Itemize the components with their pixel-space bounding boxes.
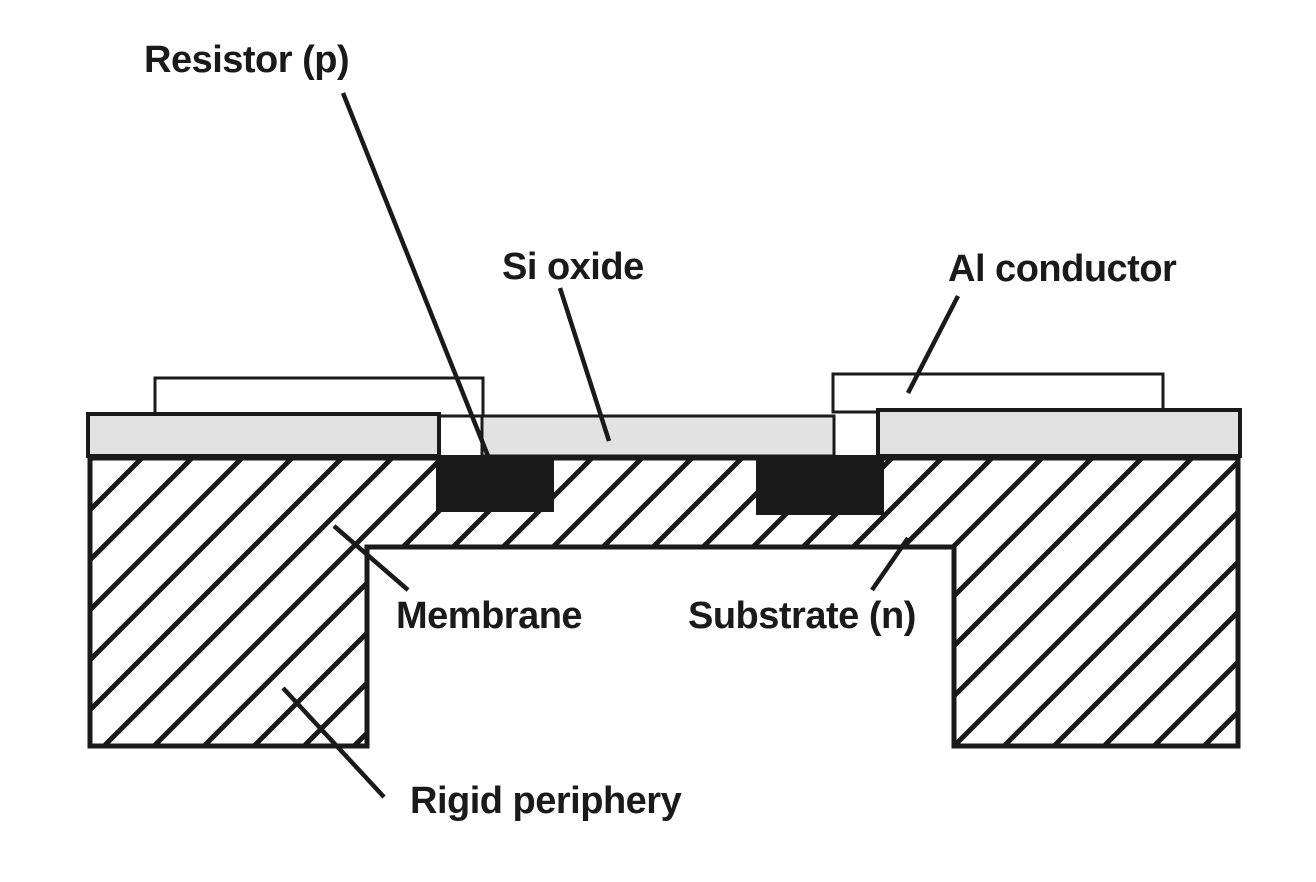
substrate-outline bbox=[87, 455, 1241, 749]
si-oxide-leader-line bbox=[557, 287, 612, 442]
si-oxide-middle bbox=[480, 414, 836, 458]
substrate-label: Substrate (n) bbox=[688, 595, 916, 637]
hatch-line bbox=[748, 458, 1238, 746]
al-conductor-right bbox=[831, 372, 1165, 414]
hatch-line bbox=[848, 458, 1238, 746]
al-conductor-label: Al conductor bbox=[948, 248, 1177, 290]
si-oxide-left bbox=[86, 412, 441, 458]
si-oxide-right bbox=[876, 408, 1242, 458]
rigid-periphery-leader-line bbox=[281, 686, 386, 799]
hatch-line bbox=[898, 458, 1238, 746]
hatch-line bbox=[698, 458, 1238, 746]
membrane-label: Membrane bbox=[396, 595, 582, 637]
membrane-leader-line bbox=[332, 524, 410, 592]
rigid-periphery-label: Rigid periphery bbox=[410, 780, 682, 822]
hatch-line bbox=[798, 458, 1238, 746]
al-conductor-leader-line bbox=[906, 294, 960, 395]
hatch-line bbox=[90, 458, 452, 746]
hatch-line bbox=[1148, 458, 1238, 746]
al-conductor-left bbox=[153, 376, 485, 418]
resistor-leader-line bbox=[340, 92, 491, 457]
hatch-line bbox=[90, 458, 502, 746]
resistor-label: Resistor (p) bbox=[144, 39, 349, 81]
hatch-line bbox=[90, 458, 602, 746]
resistor-left bbox=[436, 455, 554, 512]
hatch-line bbox=[90, 458, 552, 746]
hatch-line bbox=[90, 458, 652, 746]
substrate-leader-line bbox=[870, 536, 910, 592]
hatch-line bbox=[90, 458, 102, 746]
resistor-right bbox=[756, 455, 884, 515]
si-oxide-label: Si oxide bbox=[502, 246, 644, 288]
hatch-line bbox=[0, 300, 50, 882]
hatch-line bbox=[90, 458, 402, 746]
hatch-line bbox=[90, 458, 152, 746]
